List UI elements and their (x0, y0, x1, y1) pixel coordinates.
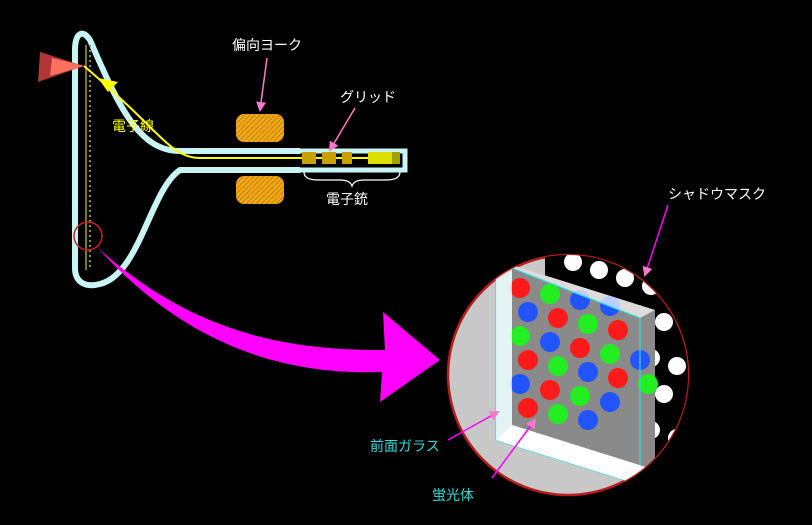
shadow-mask-hole (616, 269, 634, 287)
phosphor-dot-green (540, 284, 560, 304)
front-glass-top-edge (496, 262, 655, 318)
front-glass-bottom (496, 425, 655, 485)
phosphor-callout-line (491, 418, 537, 479)
shadow-mask-hole (590, 261, 608, 279)
gun-neck (300, 148, 408, 173)
phosphor-dot-blue (510, 374, 530, 394)
electron-gun-label: 電子銃 (326, 192, 368, 208)
phosphor-dot-green (510, 326, 530, 346)
yoke-callout-line (256, 57, 268, 112)
phosphor-dot-red (608, 368, 628, 388)
deflection-yoke-label: 偏向ヨーク (232, 38, 302, 54)
grid-label: グリッド (340, 90, 396, 106)
electron-beam-arrowhead (98, 78, 118, 92)
shadow-mask-hole (655, 313, 673, 331)
shadow-mask-hole (668, 357, 686, 375)
electron-beam-label: 電子線 (112, 119, 154, 135)
inset-content (495, 255, 688, 486)
phosphor-dot-red (510, 278, 530, 298)
phosphor-dot-green (578, 314, 598, 334)
phosphor-dot-green (638, 374, 658, 394)
deflection-yoke-top (236, 114, 284, 142)
phosphor-dot-green (548, 404, 568, 424)
shadow-mask-callout-line (642, 204, 669, 277)
shadow-mask-hole (564, 255, 582, 271)
phosphor-dot-green (570, 386, 590, 406)
phosphor-dot-red (570, 338, 590, 358)
phosphor-label: 蛍光体 (432, 488, 474, 504)
phosphor-dot-green (600, 344, 620, 364)
deflection-yoke-bottom (236, 176, 284, 204)
phosphor-dot-red (548, 308, 568, 328)
phosphor-dots (510, 278, 658, 430)
electron-gun-brace (303, 171, 401, 188)
magnify-arrow (98, 248, 440, 402)
shadow-mask-hole (668, 285, 686, 303)
phosphor-dot-red (608, 320, 628, 340)
grid-callout-line (328, 107, 356, 152)
magnified-region-marker (73, 221, 103, 251)
phosphor-dot-green (548, 356, 568, 376)
phosphor-dot-red (540, 380, 560, 400)
phosphor-dot-blue (540, 332, 560, 352)
phosphor-dot-blue (518, 302, 538, 322)
phosphor-dot-red (518, 350, 538, 370)
electron-gun (302, 152, 400, 164)
front-glass-callout-line (447, 411, 500, 441)
shadow-mask-label: シャドウマスク (668, 187, 766, 203)
phosphor-dot-red (518, 398, 538, 418)
crt-tube-outline (72, 30, 300, 289)
shadow-mask-hole (642, 277, 660, 295)
phosphor-dot-blue (578, 362, 598, 382)
phosphor-dot-blue (578, 410, 598, 430)
front-glass-side (496, 262, 512, 440)
front-glass-label: 前面ガラス (370, 438, 440, 455)
shadow-mask-hole (655, 385, 673, 403)
phosphor-dot-blue (600, 392, 620, 412)
electron-beam-path (83, 65, 395, 159)
shadow-mask-hole (655, 457, 673, 475)
